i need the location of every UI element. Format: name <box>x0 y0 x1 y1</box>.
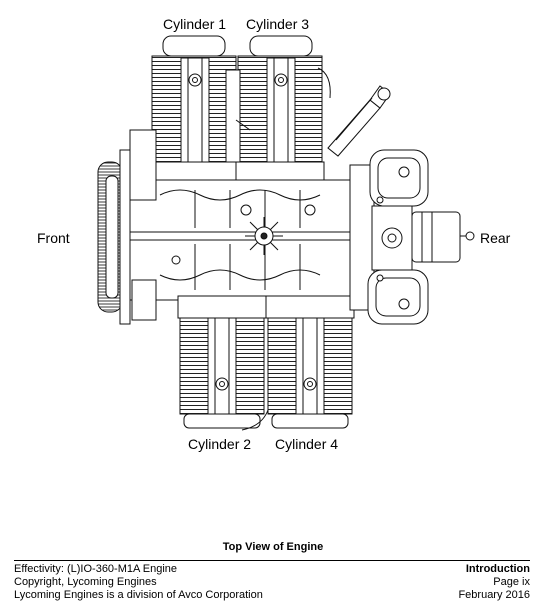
footer-date: February 2016 <box>458 589 530 601</box>
starter-ring-gear <box>97 149 131 325</box>
cylinder-2-label: Cylinder 2 <box>188 436 252 452</box>
cylinder-1-label: Cylinder 1 <box>163 16 227 32</box>
cylinder-4-drawing <box>265 295 355 429</box>
figure-caption: Top View of Engine <box>222 541 324 553</box>
rear-accessories <box>349 149 475 325</box>
fuel-distributor <box>245 217 283 255</box>
footer-division: Lycoming Engines is a division of Avco C… <box>14 589 263 601</box>
footer-section: Introduction <box>465 563 530 575</box>
cylinder-4-label: Cylinder 4 <box>275 436 339 452</box>
cylinder-1-drawing <box>149 35 239 185</box>
footer-page-number: Page ix <box>493 576 530 588</box>
cylinder-3-label: Cylinder 3 <box>246 16 310 32</box>
engine-top-view-drawing <box>97 35 475 431</box>
footer-divider <box>14 560 530 561</box>
cylinder-2-drawing <box>177 295 267 429</box>
footer-copyright: Copyright, Lycoming Engines <box>14 576 157 588</box>
front-label: Front <box>37 230 70 246</box>
oil-filler-tube <box>327 85 391 157</box>
rear-label: Rear <box>480 230 511 246</box>
cylinder-3-drawing <box>235 35 325 185</box>
footer-effectivity: Effectivity: (L)IO-360-M1A Engine <box>14 563 178 575</box>
